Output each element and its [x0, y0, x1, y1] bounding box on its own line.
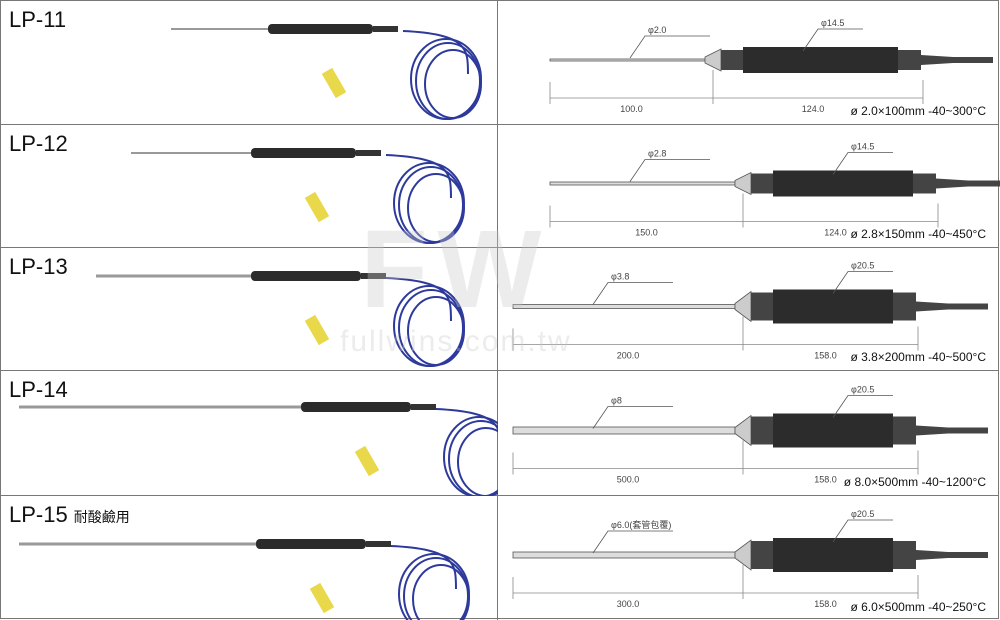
drawing-ferrule: [734, 539, 752, 571]
drawing-cable: [916, 425, 988, 436]
model-name: LP-14: [9, 377, 68, 402]
tip-diameter: φ6.0(套管包覆): [611, 519, 671, 530]
handle: [268, 24, 373, 34]
cable-coil: [435, 408, 498, 496]
dimension-drawing: 300.0 158.0 φ6.0(套管包覆) φ20.5: [512, 509, 988, 609]
dimension-drawing-cell: 300.0 158.0 φ6.0(套管包覆) φ20.5 ø 6.0×500mm…: [498, 496, 998, 620]
drawing-probe: [512, 304, 736, 309]
dimension-drawing: 200.0 158.0 φ3.8 φ20.5: [512, 261, 988, 361]
probe-length: 100.0: [620, 104, 643, 114]
spec-text: ø 6.0×500mm -40~250°C: [850, 600, 986, 614]
connector: [304, 191, 330, 223]
spec-text: ø 2.8×150mm -40~450°C: [850, 227, 986, 241]
drawing-ferrule: [734, 414, 752, 447]
product-row: LP-15 耐酸鹼用 300.0 158.0 φ6.0(套管包覆) φ20.5 ø…: [1, 496, 998, 620]
product-row: LP-13 200.0 158.0 φ3.8 φ20.5 ø 3.8×200mm…: [1, 248, 998, 371]
dimension-drawing-cell: 150.0 124.0 φ2.8 φ14.5 ø 2.8×150mm -40~4…: [498, 125, 1000, 247]
handle-length: 158.0: [814, 599, 837, 609]
dimension-drawing-cell: 100.0 124.0 φ2.0 φ14.5 ø 2.0×100mm -40~3…: [498, 1, 998, 124]
tip-diameter: φ2.0: [648, 25, 666, 35]
drawing-cable: [916, 550, 988, 560]
product-row: LP-14 500.0 158.0 φ8 φ20.5 ø 8.0×500mm -…: [1, 371, 998, 496]
spec-text: ø 3.8×200mm -40~500°C: [850, 350, 986, 364]
model-name: LP-11: [9, 7, 67, 32]
dimension-drawing: 500.0 158.0 φ8 φ20.5: [512, 385, 988, 485]
connector: [321, 67, 347, 99]
tip-diameter: φ8: [611, 396, 622, 406]
strain-relief: [361, 273, 386, 279]
product-photo-cell: LP-13: [1, 248, 498, 370]
strain-relief: [356, 150, 381, 156]
probe-length: 200.0: [617, 351, 640, 361]
probe-length: 500.0: [617, 475, 640, 485]
cable-coil: [385, 277, 465, 367]
drawing-handle: [773, 170, 913, 197]
probe-photo: [96, 271, 465, 367]
product-row: LP-11 100.0 124.0 φ2.0 φ14.5 ø 2.0×100mm…: [1, 1, 998, 125]
product-photo-cell: LP-12: [1, 125, 498, 247]
drawing-handle: [743, 47, 898, 73]
product-row: LP-12 150.0 124.0 φ2.8 φ14.5 ø 2.8×150mm…: [1, 125, 1000, 248]
drawing-ferrule: [704, 48, 722, 72]
drawing-probe: [549, 181, 736, 186]
handle-diameter: φ20.5: [851, 509, 874, 519]
handle: [256, 539, 366, 549]
connector: [309, 582, 335, 614]
connector: [304, 314, 330, 346]
probe-length: 300.0: [617, 599, 640, 609]
cable-coil: [402, 30, 482, 120]
handle-diameter: φ20.5: [851, 261, 874, 271]
dimension-drawing-cell: 200.0 158.0 φ3.8 φ20.5 ø 3.8×200mm -40~5…: [498, 248, 998, 370]
dimension-drawing-cell: 500.0 158.0 φ8 φ20.5 ø 8.0×500mm -40~120…: [498, 371, 998, 495]
model-note: 耐酸鹼用: [73, 509, 130, 525]
tip-diameter: φ3.8: [611, 272, 629, 282]
drawing-cable: [921, 55, 993, 65]
probe-photo: [19, 402, 498, 496]
drawing-ferrule: [734, 171, 752, 196]
strain-relief: [373, 26, 398, 32]
drawing-probe: [512, 551, 736, 559]
dimension-drawing: 150.0 124.0 φ2.8 φ14.5: [549, 142, 1000, 238]
spec-text: ø 2.0×100mm -40~300°C: [850, 104, 986, 118]
model-name: LP-12: [9, 131, 68, 156]
model-name: LP-13: [9, 254, 68, 279]
handle-diameter: φ20.5: [851, 385, 874, 395]
handle: [251, 148, 356, 158]
cable-coil: [390, 545, 470, 620]
tip-diameter: φ2.8: [648, 149, 666, 159]
probe-length: 150.0: [635, 228, 658, 238]
probe-photo: [19, 539, 470, 620]
product-photo-cell: LP-15 耐酸鹼用: [1, 496, 498, 620]
handle-length: 158.0: [814, 475, 837, 485]
probe-photo: [131, 148, 465, 244]
drawing-probe: [549, 58, 706, 62]
drawing-handle: [773, 289, 893, 324]
handle-diameter: φ14.5: [851, 142, 874, 152]
dimension-drawing: 100.0 124.0 φ2.0 φ14.5: [549, 18, 993, 114]
drawing-handle: [773, 538, 893, 572]
handle: [301, 402, 411, 412]
connector: [354, 445, 380, 477]
drawing-cable: [936, 178, 1000, 189]
drawing-probe: [512, 426, 736, 435]
handle-diameter: φ14.5: [821, 18, 844, 28]
handle-length: 124.0: [802, 104, 825, 114]
spec-text: ø 8.0×500mm -40~1200°C: [843, 475, 986, 489]
strain-relief: [411, 404, 436, 410]
cable-coil: [385, 154, 465, 244]
probe-photo: [171, 24, 482, 120]
product-photo-cell: LP-14: [1, 371, 498, 496]
strain-relief: [366, 541, 391, 547]
drawing-handle: [773, 413, 893, 448]
drawing-cable: [916, 301, 988, 312]
handle: [251, 271, 361, 281]
drawing-ferrule: [734, 290, 752, 323]
handle-length: 158.0: [814, 351, 837, 361]
model-name: LP-15: [9, 502, 68, 527]
product-photo-cell: LP-11: [1, 1, 498, 124]
handle-length: 124.0: [824, 228, 847, 238]
